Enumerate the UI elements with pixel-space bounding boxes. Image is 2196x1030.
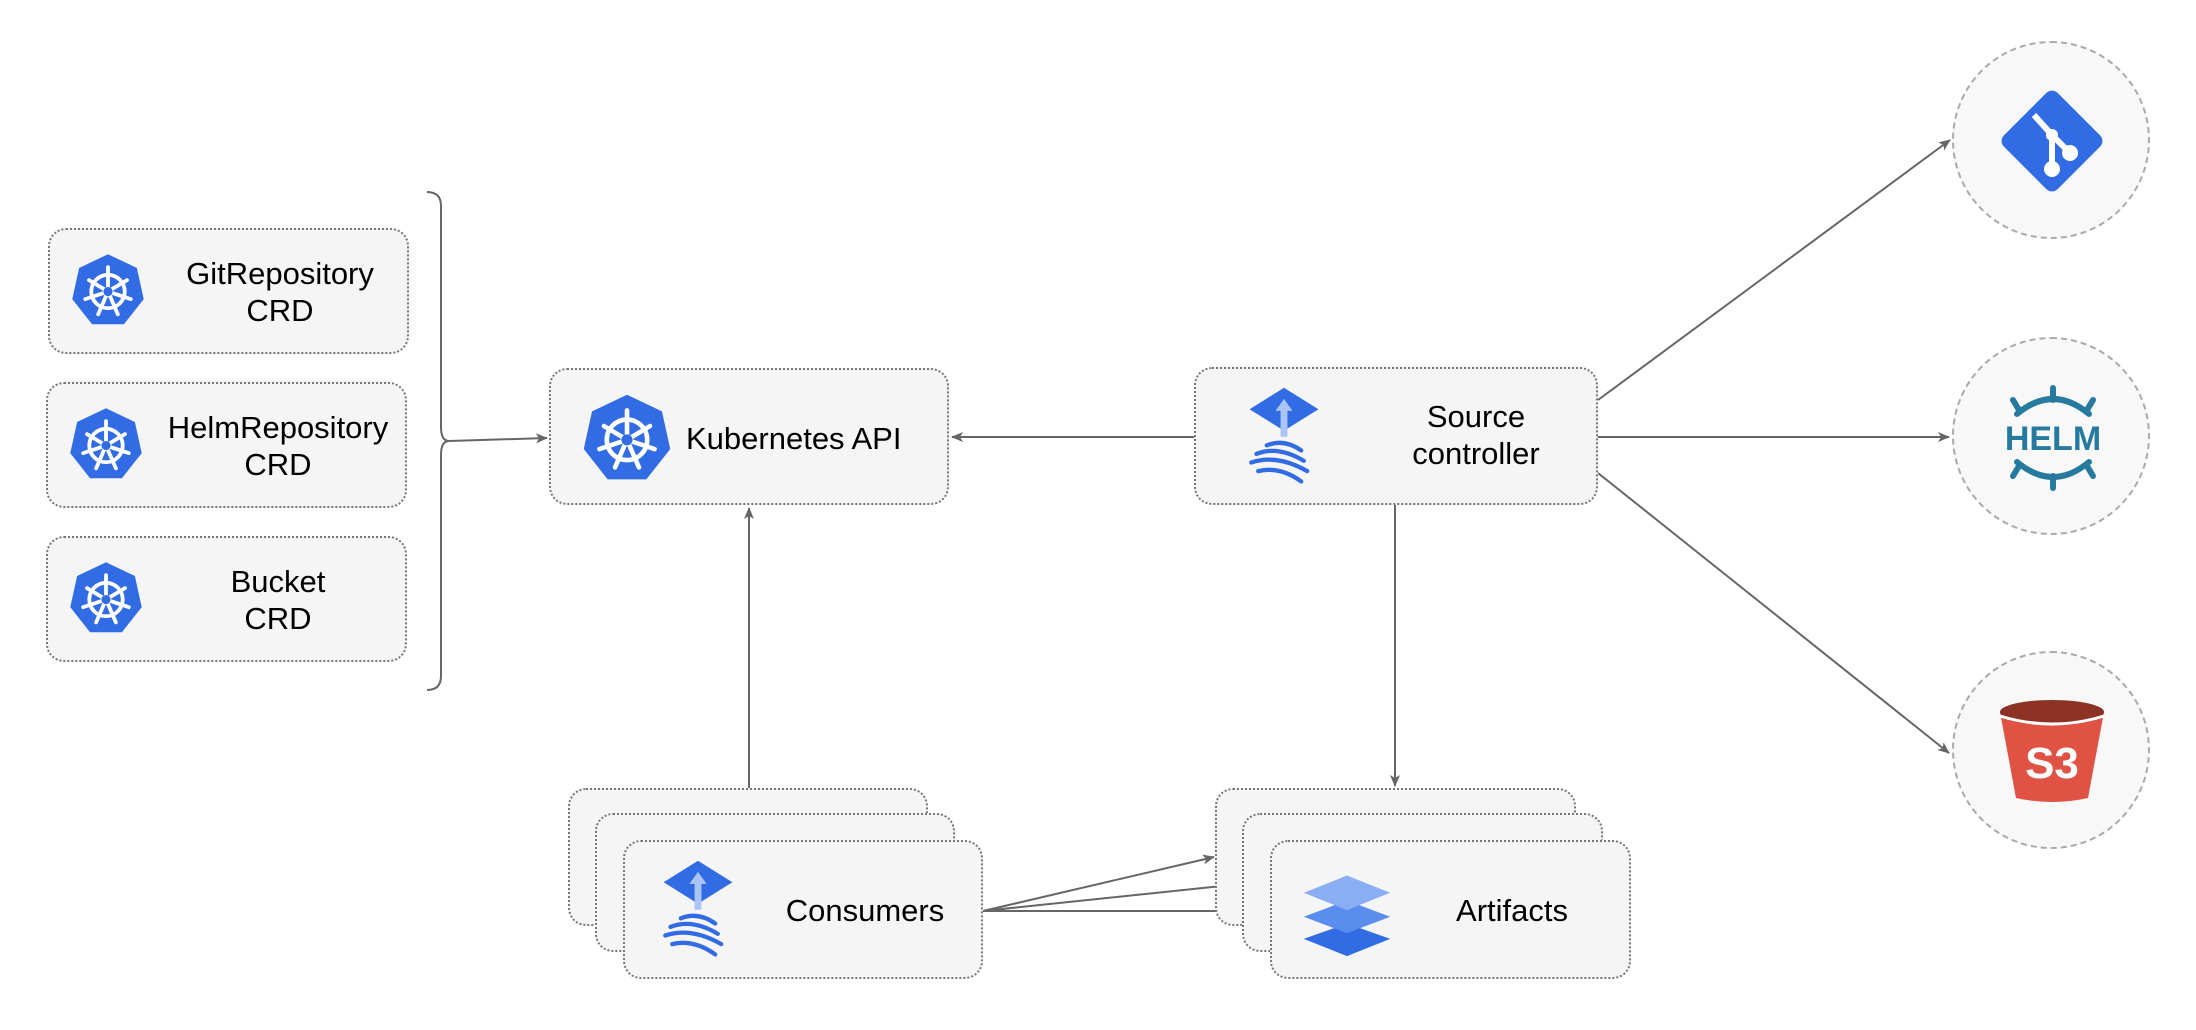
crd-brace: [426, 191, 450, 691]
crd-type: CRD: [244, 447, 312, 482]
helm-logo-text: HELM: [2005, 420, 2101, 458]
controller-label: controller: [1412, 436, 1540, 471]
crd-gitrepository: GitRepository CRD: [48, 228, 409, 354]
crd-name: Bucket: [230, 564, 326, 599]
kubernetes-icon: [68, 560, 144, 636]
crd-name: HelmRepository: [167, 410, 389, 445]
kubernetes-icon: [68, 406, 144, 482]
crd-type: CRD: [246, 293, 314, 328]
helm-icon: HELM: [2005, 385, 2101, 491]
artifacts-label: Artifacts: [1456, 893, 1568, 928]
edge-source-to-git: [1597, 139, 1951, 401]
artifacts-node: Artifacts: [1270, 840, 1631, 979]
git-source-node: [1952, 41, 2150, 239]
crd-helmrepository: HelmRepository CRD: [46, 382, 407, 508]
kubernetes-api-node: Kubernetes API: [549, 368, 949, 505]
layers-icon: [1297, 864, 1397, 960]
flux-icon: [1241, 383, 1327, 487]
source-controller-node: Source controller: [1194, 367, 1598, 505]
crd-name: GitRepository: [186, 256, 374, 291]
edge-crds-to-api: [448, 433, 548, 444]
consumers-label: Consumers: [785, 893, 945, 928]
crd-type: CRD: [244, 601, 312, 636]
s3-logo-text: S3: [2025, 739, 2079, 788]
kubernetes-api-label: Kubernetes API: [686, 421, 902, 456]
flux-icon: [655, 856, 741, 960]
edge-source-to-s3: [1597, 472, 1950, 754]
git-icon: [2001, 90, 2103, 192]
crd-bucket: Bucket CRD: [46, 536, 407, 662]
helm-source-node: HELM: [1952, 337, 2150, 535]
source-label: Source: [1426, 399, 1526, 434]
consumers-node: Consumers: [623, 840, 983, 979]
s3-icon: S3: [1999, 700, 2105, 802]
edge-consumers-to-artifact-1: [982, 854, 1215, 912]
kubernetes-icon: [581, 392, 673, 484]
edge-consumers-to-artifact-2: [982, 880, 1242, 912]
kubernetes-icon: [70, 252, 146, 328]
s3-source-node: S3: [1952, 651, 2150, 849]
